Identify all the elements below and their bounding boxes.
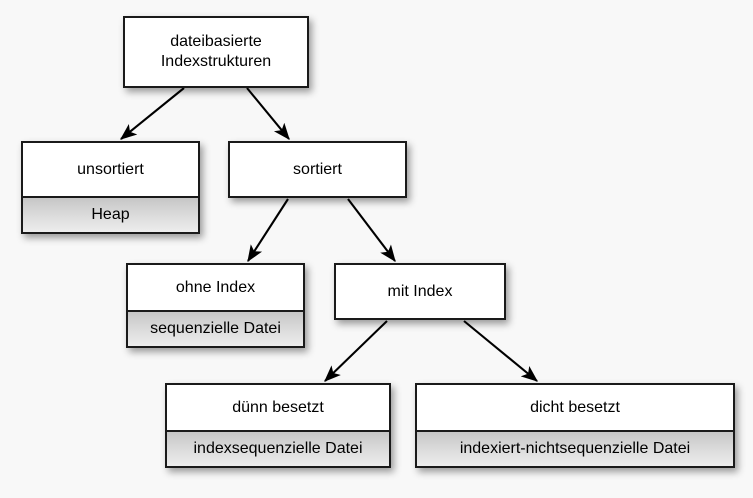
- node-subtitle-duenn-besetzt: indexsequenzielle Datei: [167, 432, 389, 466]
- node-mit-index[interactable]: mit Index: [334, 263, 506, 320]
- node-title-line-2: Indexstrukturen: [160, 53, 272, 70]
- edge-root-to-unsortiert: [120, 87, 185, 140]
- node-title-dicht-besetzt: dicht besetzt: [417, 385, 733, 432]
- node-title-duenn-besetzt: dünn besetzt: [167, 385, 389, 432]
- node-title-unsortiert: unsortiert: [23, 143, 198, 198]
- node-title-ohne-index: ohne Index: [128, 265, 303, 312]
- node-title-mit-index: mit Index: [336, 265, 504, 318]
- node-title-sortiert: sortiert: [230, 143, 405, 196]
- edge-sortiert-to-mit-index: [347, 198, 396, 263]
- edge-sortiert-to-ohne-index: [247, 198, 289, 263]
- node-sortiert[interactable]: sortiert: [228, 141, 407, 198]
- node-title-line-1: dateibasierte: [170, 33, 262, 51]
- node-subtitle-ohne-index: sequenzielle Datei: [128, 312, 303, 346]
- edge-mit-index-to-dicht: [463, 320, 538, 382]
- node-subtitle-dicht-besetzt: indexiert-nichtsequenzielle Datei: [417, 432, 733, 466]
- edge-root-to-sortiert: [246, 87, 290, 140]
- node-subtitle-unsortiert: Heap: [23, 198, 198, 232]
- edge-mit-index-to-duenn: [324, 320, 388, 382]
